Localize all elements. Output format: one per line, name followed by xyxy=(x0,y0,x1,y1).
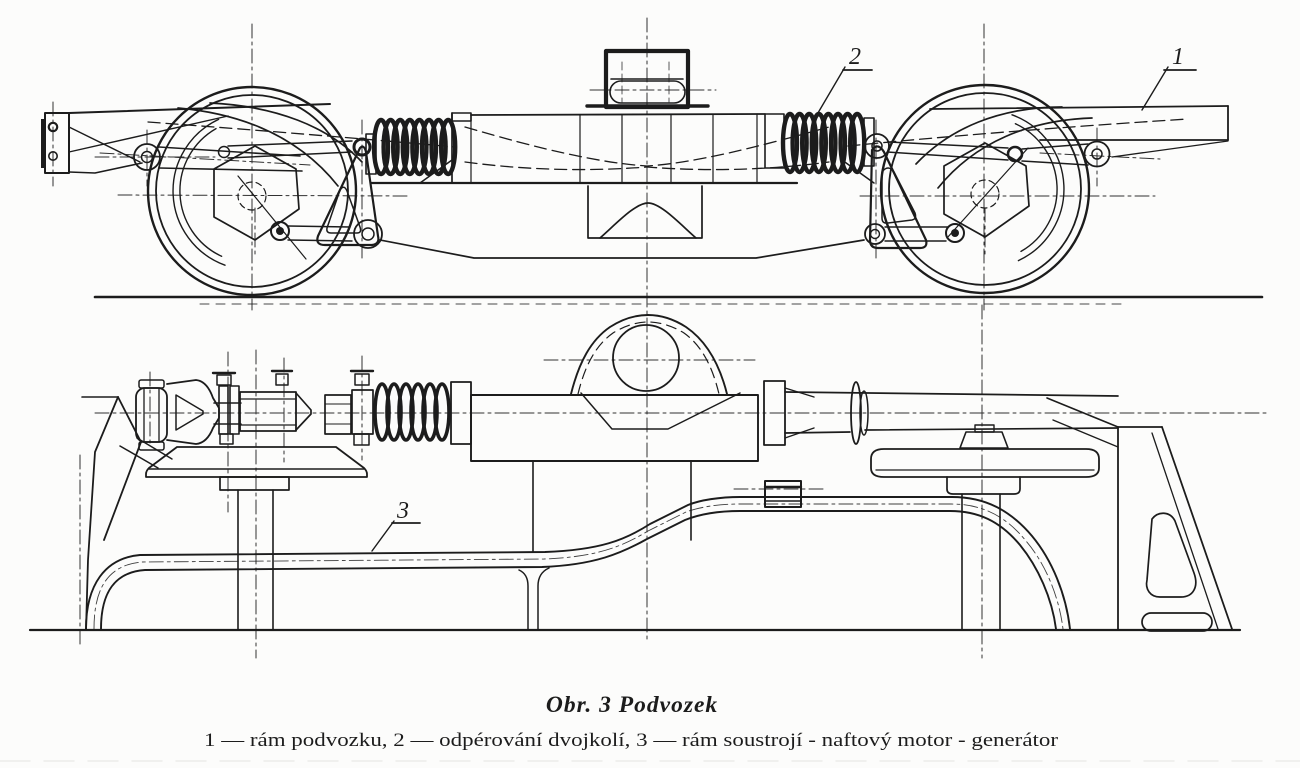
svg-text:3: 3 xyxy=(396,498,409,524)
svg-text:1 — rám podvozku, 2 — odpérová: 1 — rám podvozku, 2 — odpérování dvojkol… xyxy=(204,730,1059,751)
svg-text:2: 2 xyxy=(849,44,861,70)
svg-text:Obr. 3 Podvozek: Obr. 3 Podvozek xyxy=(546,692,718,718)
svg-text:1: 1 xyxy=(1172,44,1184,70)
